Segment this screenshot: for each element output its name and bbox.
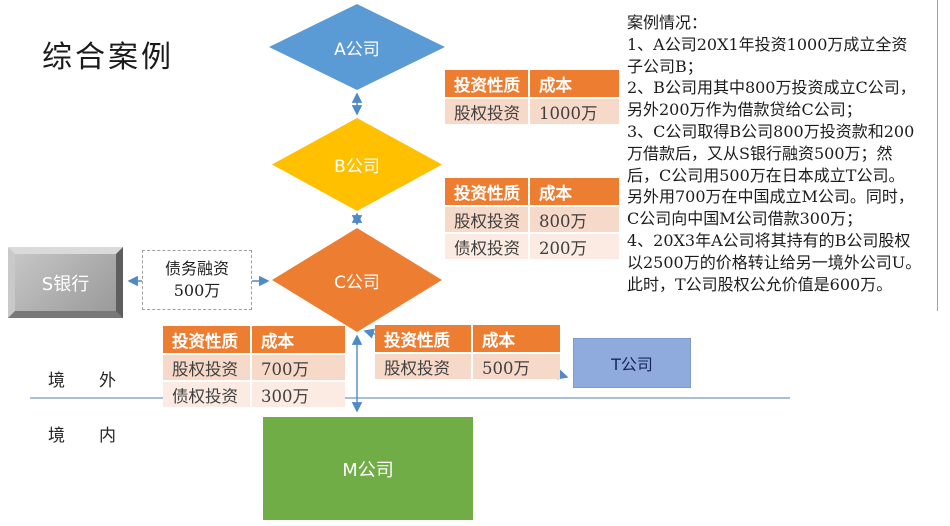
table-header-row: 投资性质 成本 [445, 70, 619, 97]
table-a-to-b: 投资性质 成本 股权投资 1000万 [445, 70, 619, 124]
node-company-t-label: T公司 [611, 355, 653, 374]
table-row: 债权投资 300万 [163, 380, 345, 407]
case-notes: 案例情况： 1、A公司20X1年投资1000万成立全资 子公司B； 2、B公司用… [627, 12, 943, 295]
table-header-cell: 成本 [473, 325, 560, 352]
case-notes-body: 1、A公司20X1年投资1000万成立全资 子公司B； 2、B公司用其中800万… [627, 34, 922, 294]
table-header-cell: 成本 [530, 178, 619, 205]
case-notes-heading: 案例情况： [627, 13, 708, 32]
debt-financing-line1: 债务融资 [164, 259, 229, 278]
table-cell: 股权投资 [445, 205, 530, 232]
table-cell: 债权投资 [445, 232, 530, 259]
node-company-c: C公司 [272, 228, 442, 332]
debt-financing-line2: 500万 [173, 281, 221, 300]
node-company-t: T公司 [573, 338, 691, 388]
table-row: 股权投资 700万 [163, 353, 345, 380]
table-cell: 800万 [530, 205, 619, 232]
table-cell: 股权投资 [445, 97, 530, 124]
table-cell: 200万 [530, 232, 619, 259]
table-header-row: 投资性质 成本 [445, 178, 619, 205]
node-bank-s: S银行 [8, 247, 123, 318]
node-company-c-label: C公司 [334, 272, 380, 293]
node-bank-s-label: S银行 [41, 273, 90, 295]
table-header-cell: 投资性质 [375, 325, 473, 352]
table-header-cell: 投资性质 [445, 178, 530, 205]
border-divider-line [30, 397, 790, 399]
table-cell: 股权投资 [163, 353, 252, 380]
table-c-to-t: 投资性质 成本 股权投资 500万 [375, 325, 560, 379]
debt-financing-box: 债务融资 500万 [142, 250, 252, 310]
table-header-row: 投资性质 成本 [163, 326, 345, 353]
table-row: 股权投资 1000万 [445, 97, 619, 124]
table-cell: 300万 [252, 380, 345, 407]
table-cell: 1000万 [530, 97, 619, 124]
table-row: 债权投资 200万 [445, 232, 619, 259]
page-title: 综合案例 [42, 40, 174, 75]
table-cell: 债权投资 [163, 380, 252, 407]
table-b-to-c: 投资性质 成本 股权投资 800万 债权投资 200万 [445, 178, 619, 259]
node-company-b-label: B公司 [334, 157, 380, 177]
table-row: 股权投资 500万 [375, 352, 560, 379]
node-company-a-label: A公司 [334, 39, 380, 60]
node-company-a: A公司 [269, 4, 445, 90]
table-cell: 700万 [252, 353, 345, 380]
table-row: 股权投资 800万 [445, 205, 619, 232]
node-company-b: B公司 [272, 118, 442, 211]
table-header-cell: 成本 [530, 70, 619, 97]
table-cell: 500万 [473, 352, 560, 379]
notes-right-border [937, 0, 938, 311]
table-cell: 股权投资 [375, 352, 473, 379]
node-company-m: M公司 [263, 417, 473, 520]
node-company-m-label: M公司 [342, 459, 394, 481]
table-c-to-m: 投资性质 成本 股权投资 700万 债权投资 300万 [163, 326, 345, 407]
region-label-outside: 境 外 [48, 371, 116, 391]
table-header-row: 投资性质 成本 [375, 325, 560, 352]
region-label-inside: 境 内 [48, 426, 116, 446]
table-header-cell: 投资性质 [445, 70, 530, 97]
table-header-cell: 成本 [252, 326, 345, 353]
table-header-cell: 投资性质 [163, 326, 252, 353]
